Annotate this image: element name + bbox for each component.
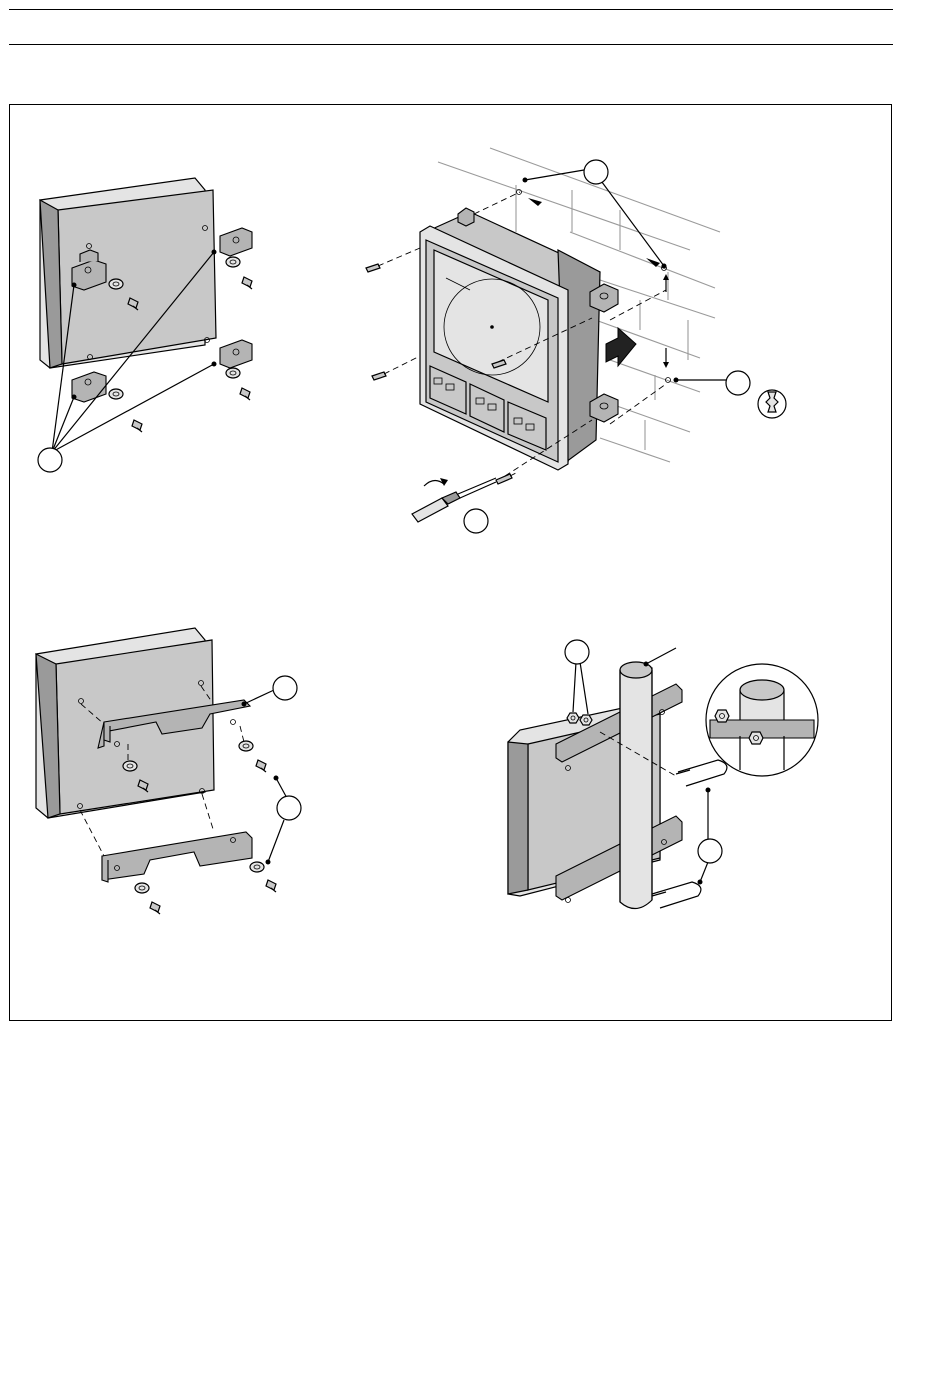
- u-bolt-upper: [676, 760, 727, 786]
- panel-wall-brackets: [38, 178, 252, 472]
- u-bolt-lower: [652, 882, 701, 908]
- bracket-bottom-right: [220, 340, 252, 368]
- panel-pipe-brackets: [36, 628, 301, 914]
- bracket-bottom-left: [72, 372, 106, 402]
- drill-bit-icon: [758, 390, 786, 418]
- callout-circle: [38, 448, 62, 472]
- top-tab: [458, 208, 474, 226]
- screw: [150, 902, 160, 914]
- screw: [242, 277, 252, 289]
- pipe-bracket-lower: [102, 832, 252, 882]
- screw: [240, 388, 250, 400]
- washer: [250, 862, 264, 872]
- pipe: [620, 662, 652, 909]
- washer: [123, 761, 137, 771]
- callout-circle: [726, 371, 750, 395]
- washer: [226, 368, 240, 378]
- callout-circle: [464, 509, 488, 533]
- nut: [580, 715, 592, 725]
- callout-circle: [277, 796, 301, 820]
- callout-circle: [584, 160, 608, 184]
- bracket-top-right: [220, 228, 252, 256]
- washer: [135, 883, 149, 893]
- washer: [109, 279, 123, 289]
- washer: [226, 257, 240, 267]
- panel-pipe-mount: [508, 640, 818, 909]
- screw: [256, 760, 266, 772]
- screw: [266, 880, 276, 892]
- screwdriver-icon: [412, 472, 518, 522]
- marker-arrow: [528, 198, 542, 206]
- callout-circle: [698, 839, 722, 863]
- callout-circle: [273, 676, 297, 700]
- washer: [109, 389, 123, 399]
- washer: [239, 741, 253, 751]
- panel-wall-mount: [366, 148, 786, 533]
- callout-circle: [565, 640, 589, 664]
- rotate-arrow-icon: [424, 478, 448, 486]
- screw: [132, 420, 142, 432]
- nut: [567, 713, 579, 723]
- push-arrow-icon: [606, 328, 636, 366]
- detail-inset: [706, 664, 818, 776]
- wall-screw-left-top: [366, 248, 420, 272]
- wall-screw-left-bottom: [372, 356, 420, 380]
